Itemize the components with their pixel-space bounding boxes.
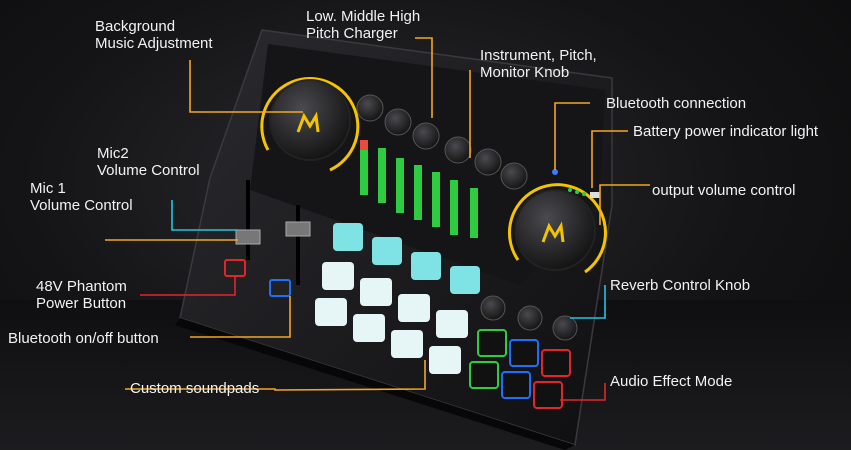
output-knob[interactable] — [507, 183, 607, 274]
eq-knobs[interactable] — [356, 94, 528, 190]
phantom-48v-button[interactable] — [224, 259, 246, 277]
callout-reverb-knob: Reverb Control Knob — [610, 277, 751, 294]
callout-lines — [105, 37, 650, 401]
aux-knob[interactable] — [260, 77, 360, 172]
callout-audio-effect-mode: Audio Effect Mode — [610, 373, 733, 390]
callout-mic1-volume: Mic 1 Volume Control — [30, 180, 133, 214]
callout-output-volume: output volume control — [652, 182, 796, 199]
bluetooth-led — [552, 169, 558, 175]
abc-pads[interactable] — [333, 223, 480, 294]
callout-mic2-volume: Mic2 Volume Control — [97, 145, 200, 179]
mic-faders[interactable] — [235, 180, 311, 285]
led-meters — [360, 140, 478, 238]
callout-soundpads: Custom soundpads — [130, 380, 260, 397]
callout-battery-indicator: Battery power indicator light — [633, 123, 819, 140]
battery-leds — [568, 188, 600, 198]
bt-button[interactable] — [269, 279, 291, 297]
device-side — [175, 318, 575, 450]
effect-knobs[interactable] — [480, 295, 578, 341]
callout-background-music: Background Music Adjustment — [95, 18, 213, 52]
callout-instrument-knob: Instrument, Pitch, Monitor Knob — [480, 47, 597, 81]
soundpads[interactable] — [315, 262, 468, 374]
callout-bluetooth-button: Bluetooth on/off button — [8, 330, 159, 347]
callout-phantom-power: 48V Phantom Power Button — [36, 278, 127, 312]
callout-bluetooth-connection: Bluetooth connection — [606, 95, 747, 112]
callout-pitch-charger: Low. Middle High Pitch Charger — [306, 8, 421, 42]
effect-buttons[interactable] — [469, 329, 571, 409]
